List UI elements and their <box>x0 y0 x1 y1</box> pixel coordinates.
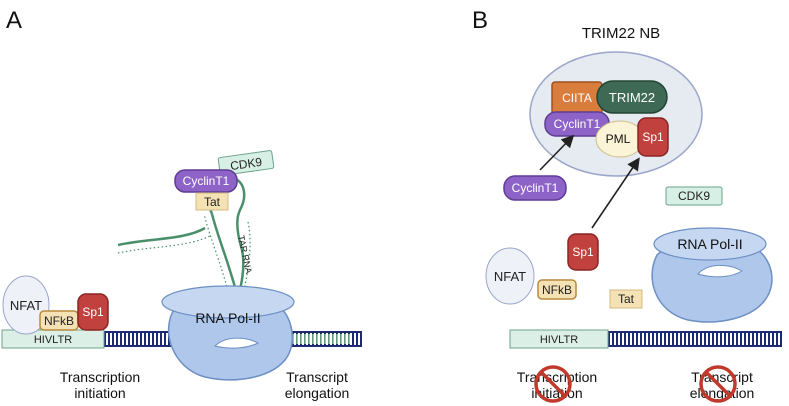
nfkb-protein: NFkB <box>39 310 79 331</box>
cyclin-t1-free-protein: CyclinT1 <box>503 175 567 201</box>
sp1-nb-protein: Sp1 <box>637 117 669 157</box>
nfat-protein: NFAT <box>2 275 50 335</box>
hivltr-box: HIVLTR <box>1 329 105 349</box>
nfkb-protein-b: NFkB <box>537 279 577 300</box>
trim22-protein: TRIM22 <box>596 80 668 114</box>
panel-b: B TRIM22 NB CIITA TRIM22 CyclinT1 PML <box>472 7 782 403</box>
no-sign-icon <box>699 365 737 403</box>
no-sign-icon <box>534 365 572 403</box>
panel-a-letter: A <box>6 7 22 34</box>
tat-protein-b: Tat <box>609 289 643 309</box>
tat-protein: Tat <box>195 192 229 211</box>
nfat-label: NFAT <box>10 298 42 313</box>
cyclin-t1-nb-label: CyclinT1 <box>554 117 601 131</box>
cyclin-t1-label: CyclinT1 <box>183 174 230 188</box>
trim22-label: TRIM22 <box>609 90 655 105</box>
cdk9-free-label: CDK9 <box>678 189 710 203</box>
transcription-initiation-label-b-1: Transcription <box>517 369 597 385</box>
hivltr-b-label: HIVLTR <box>540 334 578 346</box>
hivltr-label: HIVLTR <box>34 334 72 346</box>
tat-b-label: Tat <box>618 292 635 306</box>
nfat-protein-b: NFAT <box>485 247 535 305</box>
rna-pol-ii-label: RNA Pol-II <box>195 310 260 326</box>
nfat-b-label: NFAT <box>494 269 526 284</box>
cyclin-t1-nb-protein: CyclinT1 <box>544 111 610 137</box>
nfkb-b-label: NFkB <box>542 283 572 297</box>
sp1-free-label: Sp1 <box>572 245 594 259</box>
ciita-label: CIITA <box>562 91 592 105</box>
cyclin-t1-protein: CyclinT1 <box>174 169 238 193</box>
sp1-nb-label: Sp1 <box>642 130 664 144</box>
rna-pol-ii-icon: RNA Pol-II <box>161 285 295 381</box>
sp1-label: Sp1 <box>82 305 104 319</box>
cdk9-free-protein: CDK9 <box>665 186 723 206</box>
rna-strand: TAR RNA <box>117 176 254 299</box>
pml-protein: PML <box>595 120 645 158</box>
transcript-elongation-label-a-2: elongation <box>285 385 350 401</box>
tat-label: Tat <box>204 195 221 209</box>
cdk9-label: CDK9 <box>229 155 263 173</box>
dna-helix-icon <box>608 331 782 347</box>
panel-a: A HIVLTR NFAT NFkB Sp1 <box>1 7 362 401</box>
rna-pol-ii-free-label: RNA Pol-II <box>677 236 742 252</box>
arrow-icon <box>539 134 575 171</box>
sp1-free-protein: Sp1 <box>567 233 599 271</box>
ciita-protein: CIITA <box>551 81 603 115</box>
cdk9-protein: CDK9 <box>217 150 275 176</box>
rna-pol-ii-icon: RNA Pol-II <box>651 227 773 323</box>
transcription-initiation-label-a-1: Transcription <box>60 369 140 385</box>
transcript-elongation-label-a-1: Transcript <box>286 369 348 385</box>
sp1-protein: Sp1 <box>77 293 109 331</box>
cyclin-t1-free-label: CyclinT1 <box>512 181 559 195</box>
pml-label: PML <box>606 132 631 146</box>
panel-b-letter: B <box>472 7 488 34</box>
transcription-initiation-label-a-2: initiation <box>74 385 125 401</box>
tar-rna-label: TAR RNA <box>236 234 254 274</box>
hivltr-box-b: HIVLTR <box>509 329 609 349</box>
trim22-nb-title: TRIM22 NB <box>582 25 660 42</box>
arrow-icon <box>591 157 640 229</box>
nfkb-label: NFkB <box>44 314 74 328</box>
